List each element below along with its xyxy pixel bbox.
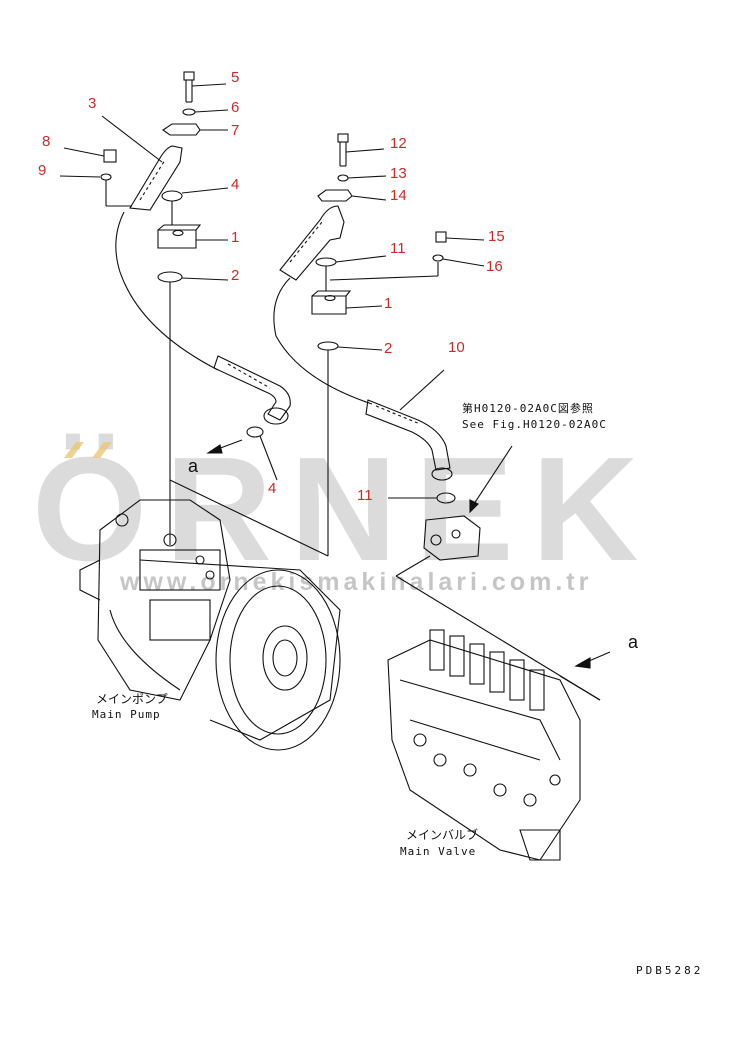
callout-2-left: 2 xyxy=(231,267,240,284)
callout-11-upper: 11 xyxy=(390,240,406,257)
callout-4-upper: 4 xyxy=(231,176,240,193)
callout-6: 6 xyxy=(231,99,240,116)
callout-2-right: 2 xyxy=(384,340,393,357)
callout-12: 12 xyxy=(390,135,407,152)
main-valve-shape xyxy=(387,629,581,861)
reference-note-en: See Fig.H0120-02A0C xyxy=(462,418,607,431)
callout-11-lower: 11 xyxy=(357,487,373,504)
callout-4-lower: 4 xyxy=(268,480,277,497)
main-valve-label-en: Main Valve xyxy=(400,845,477,858)
watermark-accent-icon xyxy=(64,442,112,458)
callout-1-right: 1 xyxy=(384,295,393,312)
callout-16: 16 xyxy=(486,258,503,275)
view-a-left: a xyxy=(188,456,199,476)
watermark-url: www.ornekismakinalari.com.tr xyxy=(120,568,593,596)
main-valve-label-jp: メインバルブ xyxy=(406,828,479,842)
reference-note-jp: 第H0120-02A0C図参照 xyxy=(462,402,594,415)
drawing-code: PDB5282 xyxy=(636,964,704,977)
callout-3: 3 xyxy=(88,95,97,112)
view-a-right: a xyxy=(628,632,639,652)
watermark-brand: ÖRNEK xyxy=(32,427,657,592)
callout-9: 9 xyxy=(38,162,47,179)
callout-5: 5 xyxy=(231,69,240,86)
main-pump-label-jp: メインポンプ xyxy=(96,692,168,706)
callout-13: 13 xyxy=(390,165,407,182)
main-pump-label-en: Main Pump xyxy=(92,708,161,721)
callout-7: 7 xyxy=(231,122,240,139)
callout-14: 14 xyxy=(390,187,407,204)
main-pump-shape xyxy=(79,499,341,751)
callout-10: 10 xyxy=(448,339,465,356)
callout-15: 15 xyxy=(488,228,505,245)
callout-1-left: 1 xyxy=(231,229,240,246)
callout-8: 8 xyxy=(42,133,51,150)
